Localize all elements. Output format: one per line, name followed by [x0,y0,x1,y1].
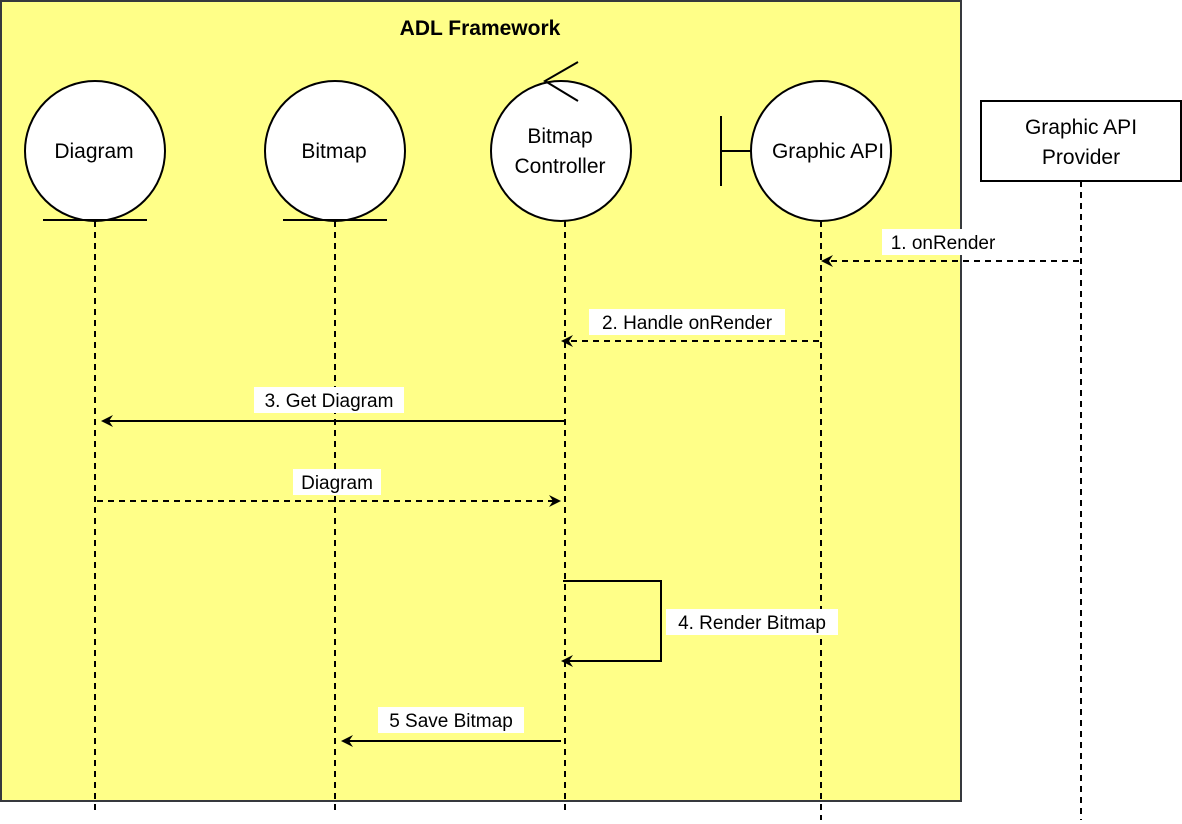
message-5-label: 5 Save Bitmap [389,711,513,732]
message-3-return-label: Diagram [301,473,373,494]
message-2: 2. Handle onRender [561,309,819,347]
participant-diagram: Diagram [24,80,166,222]
participant-bitmap-controller-label-line1: Bitmap [527,125,592,148]
message-5: 5 Save Bitmap [341,707,561,747]
participant-graphic-api-label: Graphic API [772,140,884,163]
participant-bitmap-label: Bitmap [301,140,366,163]
message-3-return: Diagram [97,469,561,507]
message-1: 1. onRender [821,229,1079,267]
message-label-bg [666,609,838,635]
message-label-bg [589,309,785,335]
participant-bitmap-controller-label-line2: Controller [514,155,605,178]
message-1-label: 1. onRender [891,233,996,254]
control-icon [490,80,632,222]
frame-title: ADL Framework [400,17,561,40]
message-4: 4. Render Bitmap [561,580,838,667]
message-3: 3. Get Diagram [101,387,565,427]
participant-graphic-api: Graphic API [720,80,892,222]
message-label-bg [378,707,524,733]
participant-graphic-api-provider-label-line2: Provider [1042,146,1120,169]
participant-diagram-label: Diagram [54,140,133,163]
message-label-bg [882,229,1004,255]
message-2-label: 2. Handle onRender [602,313,773,334]
message-3-label: 3. Get Diagram [265,391,394,412]
message-label-bg [293,469,381,495]
participant-bitmap: Bitmap [264,80,406,222]
message-label-bg [254,387,404,413]
participant-bitmap-controller: Bitmap Controller [490,61,632,222]
participant-graphic-api-provider-label-line1: Graphic API [1025,116,1137,139]
participant-graphic-api-provider: Graphic API Provider [980,100,1182,182]
message-4-label: 4. Render Bitmap [678,613,826,634]
